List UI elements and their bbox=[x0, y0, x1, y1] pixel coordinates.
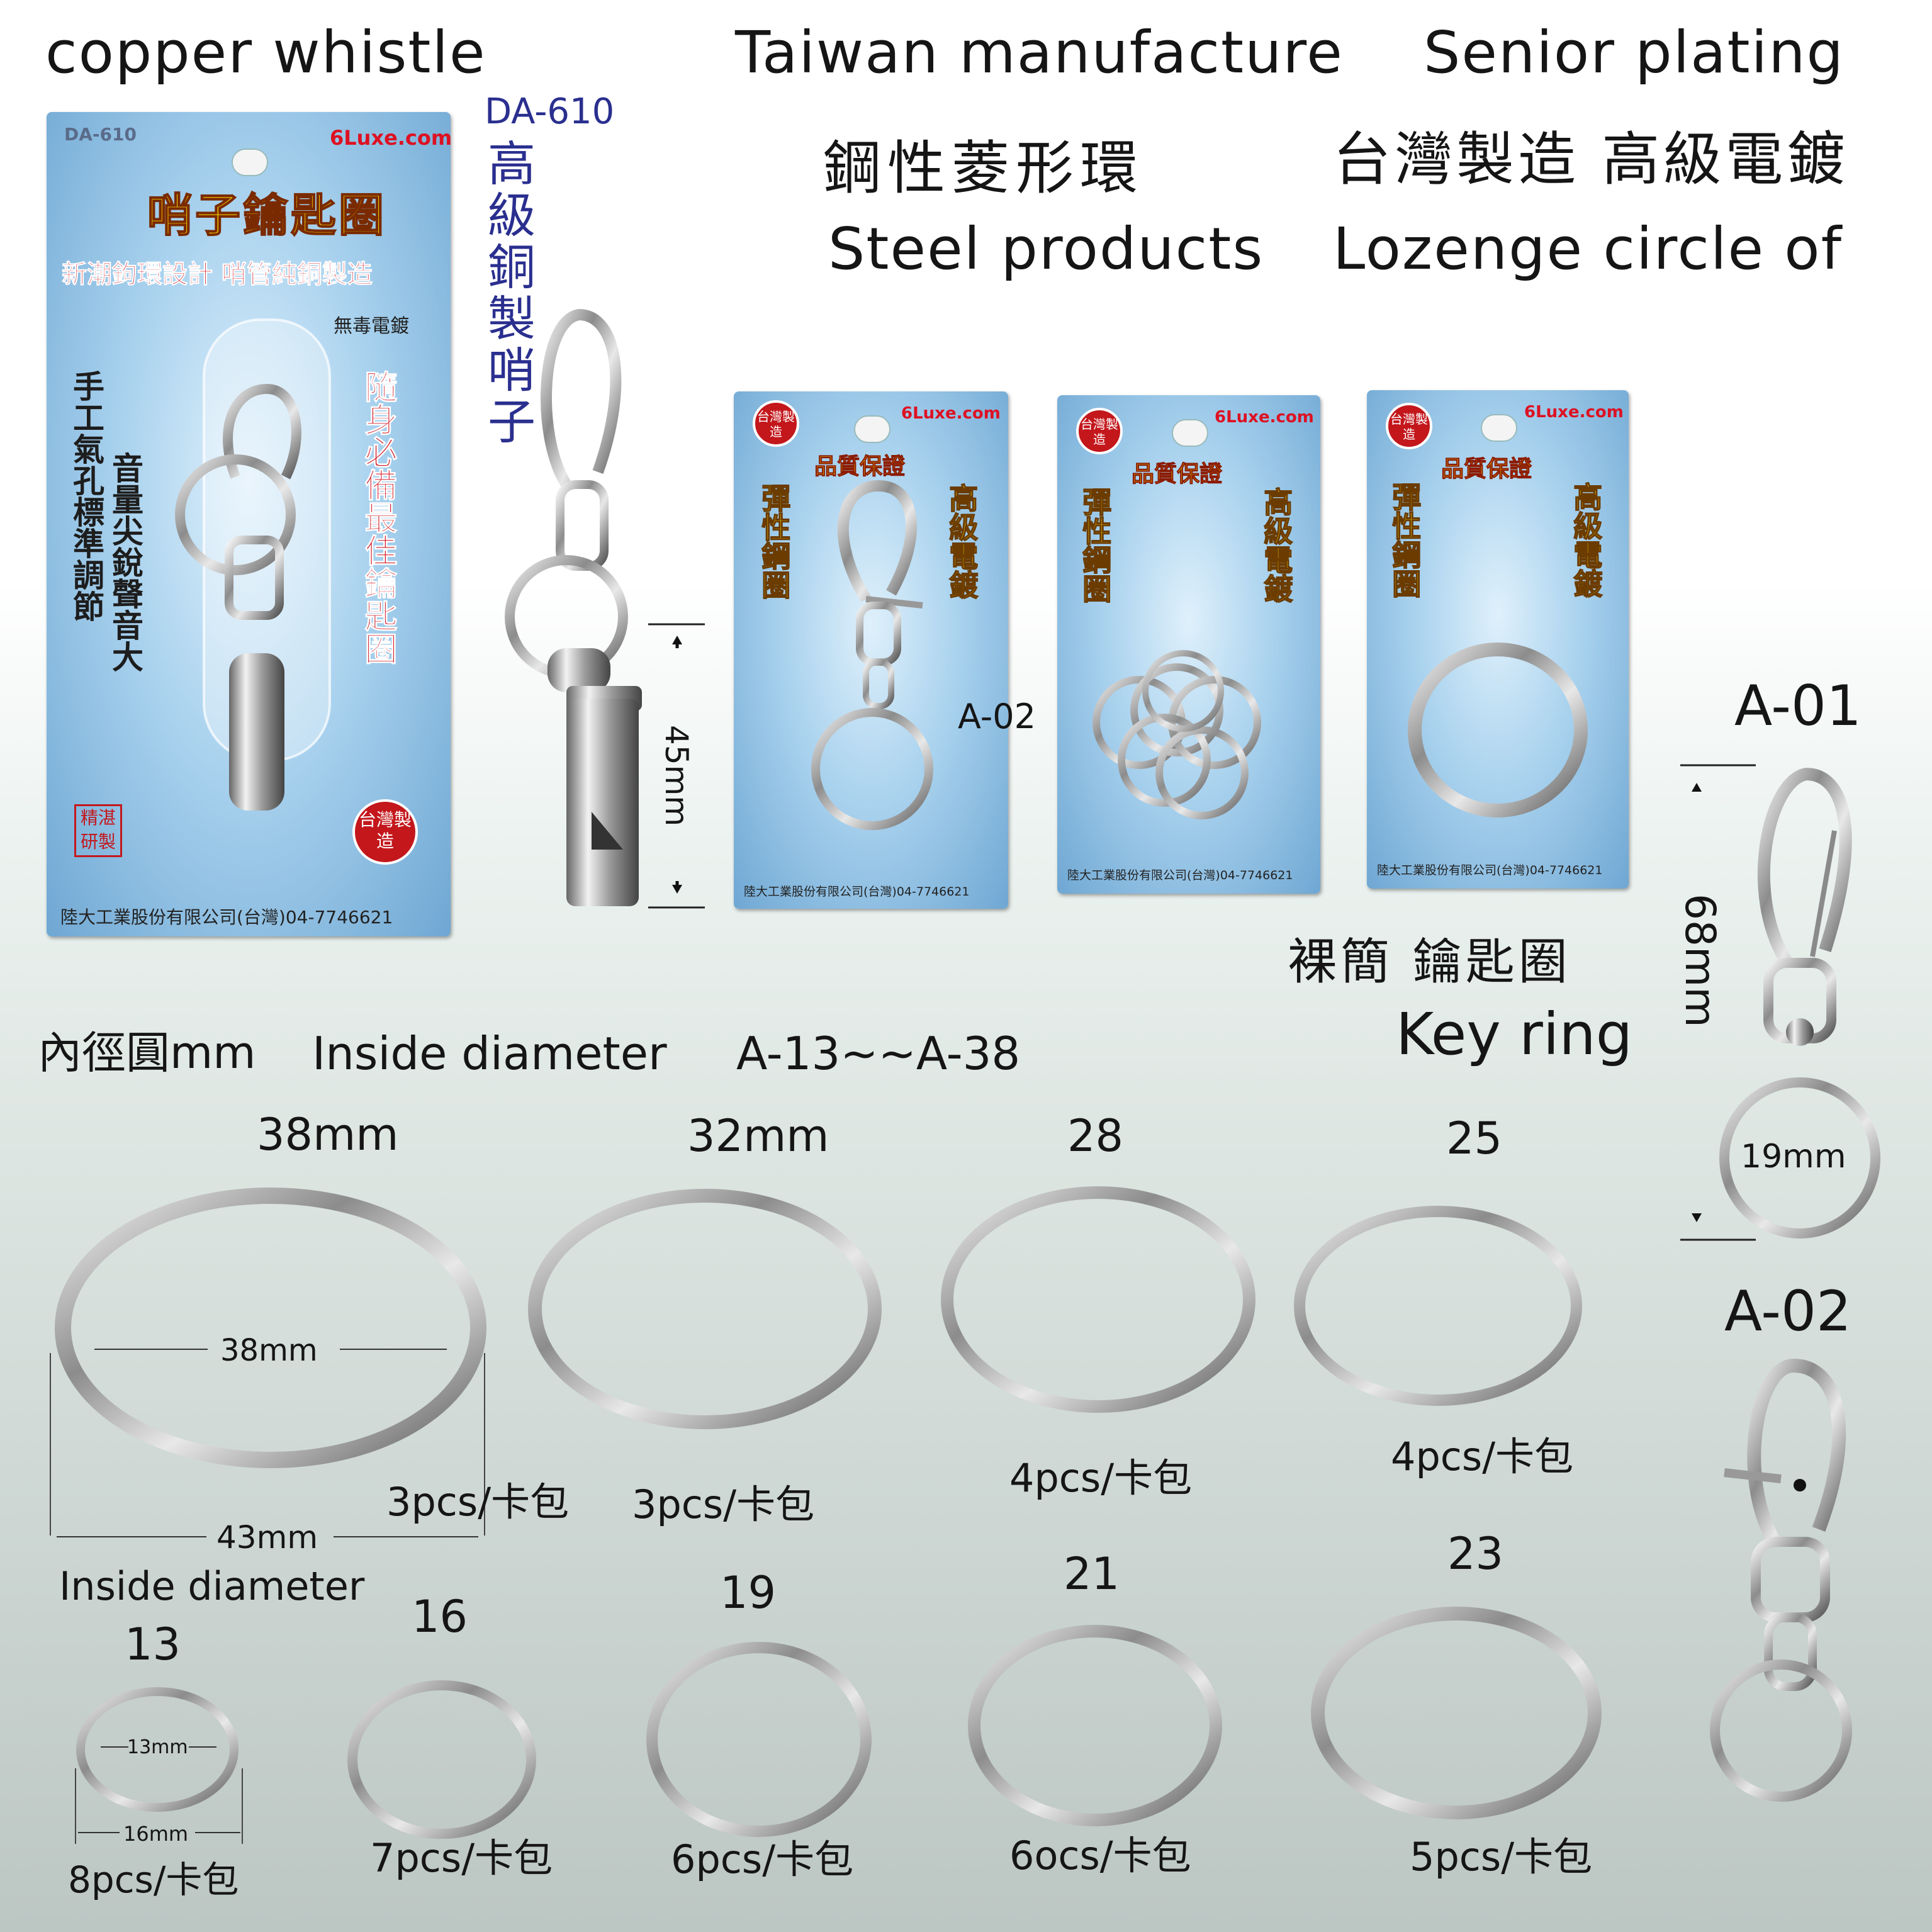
ring-size-label-38: 38mm bbox=[257, 1109, 399, 1160]
card-hang-hole bbox=[232, 149, 268, 176]
product-card-clasp: 6Luxe.com 台灣製造 品質保證 彈性鋼圈 高級電鍍 陸大工業股份有限公司… bbox=[734, 391, 1008, 909]
quality-guarantee-banner: 品質保證 bbox=[1441, 456, 1532, 483]
card-footer: 陸大工業股份有限公司(台灣)04-7746621 bbox=[1377, 863, 1603, 877]
ring-size-label-25: 25 bbox=[1446, 1113, 1503, 1164]
card-footer: 陸大工業股份有限公司(台灣)04-7746621 bbox=[1067, 868, 1293, 882]
ring-38-inner-dimension: 38mm bbox=[220, 1333, 318, 1368]
taiwan-plating-cn-heading: 台灣製造 高級電鍍 bbox=[1333, 126, 1849, 193]
ring-size-label-21: 21 bbox=[1064, 1548, 1120, 1600]
ring-21mm-image bbox=[968, 1625, 1222, 1826]
ring-size-label-28: 28 bbox=[1067, 1110, 1124, 1162]
ring-19mm-image bbox=[646, 1642, 872, 1837]
inside-diameter-en-heading: Inside diameter bbox=[312, 1027, 667, 1080]
elastic-steel-ring-label: 彈性鋼圈 bbox=[757, 483, 792, 600]
ring-size-label-13: 13 bbox=[125, 1619, 181, 1670]
quality-guarantee-banner: 品質保證 bbox=[814, 454, 906, 480]
clasp-keyring-image bbox=[811, 480, 933, 830]
whistle-card-feature-2: 音量尖銳聲音大 bbox=[107, 452, 143, 672]
elastic-steel-ring-label: 彈性鋼圈 bbox=[1078, 486, 1113, 604]
ring-13-inner-dimension: 13mm bbox=[127, 1736, 188, 1758]
whistle-card-subtitle: 新潮鉤環設計 哨管純銅製造 bbox=[62, 260, 373, 289]
ring-13-outer-dimension: 16mm bbox=[123, 1822, 189, 1846]
inside-diameter-cn-heading: 內徑圓mm bbox=[38, 1027, 256, 1079]
model-range-heading: A-13~~A-38 bbox=[736, 1027, 1021, 1080]
premium-plating-label: 高級電鍍 bbox=[1259, 486, 1295, 604]
ring-38-pack-count: 3pcs/卡包 bbox=[386, 1479, 570, 1525]
whistle-card-feature-1: 手工氣孔標準調節 bbox=[68, 370, 104, 622]
whistle-card-slogan: 隨身必備最佳鑰匙圈 bbox=[359, 370, 397, 665]
card-hang-hole bbox=[1172, 419, 1208, 447]
card-footer: 陸大工業股份有限公司(台灣)04-7746621 bbox=[744, 885, 970, 899]
ring-25-pack-count: 4pcs/卡包 bbox=[1391, 1434, 1574, 1480]
ring-19-pack-count: 6pcs/卡包 bbox=[671, 1836, 854, 1882]
premium-plating-label: 高級電鍍 bbox=[1569, 481, 1604, 598]
made-in-taiwan-badge: 台灣製造 bbox=[1386, 403, 1432, 449]
ring-13mm-image bbox=[75, 1687, 243, 1844]
card-product-code: DA-610 bbox=[64, 124, 137, 145]
ring-size-label-16: 16 bbox=[412, 1591, 468, 1643]
nontoxic-plating-label: 無毒電鍍 bbox=[334, 315, 409, 337]
ring-38-outer-dimension: 43mm bbox=[216, 1519, 318, 1556]
ring-25mm-image bbox=[1294, 1206, 1582, 1406]
steel-products-heading: Steel products bbox=[828, 215, 1264, 283]
senior-plating-heading: Senior plating bbox=[1424, 19, 1845, 86]
product-card-large-ring: 6Luxe.com 台灣製造 品質保證 彈性鋼圈 高級電鍍 陸大工業股份有限公司… bbox=[1367, 390, 1629, 889]
whistle-length-label: 45mm bbox=[658, 725, 695, 827]
loose-whistle-image bbox=[505, 308, 642, 906]
card-brand-logo: 6Luxe.com bbox=[330, 126, 451, 150]
a02-clasp-keyring-image bbox=[1710, 1358, 1852, 1802]
ring-13-pack-count: 8pcs/卡包 bbox=[68, 1858, 239, 1901]
whistle-card-footer: 陸大工業股份有限公司(台灣)04-7746621 bbox=[60, 907, 393, 928]
ring-16-pack-count: 7pcs/卡包 bbox=[370, 1835, 553, 1881]
whistle-in-package-image bbox=[175, 318, 331, 811]
whistle-card-title: 哨子鑰匙圈 bbox=[147, 189, 387, 242]
whistle-product-card: DA-610 6Luxe.com 哨子鑰匙圈 新潮鉤環設計 哨管純銅製造 無毒電… bbox=[47, 112, 451, 936]
steel-ring-cn-heading: 鋼性菱形環 bbox=[823, 135, 1145, 202]
a01-label: A-01 bbox=[1734, 673, 1862, 738]
card-hang-hole bbox=[854, 415, 890, 443]
ring-32-pack-count: 3pcs/卡包 bbox=[632, 1481, 815, 1527]
a01-ring-size-label: 19mm bbox=[1741, 1138, 1846, 1176]
made-in-taiwan-badge: 台灣製造 bbox=[352, 799, 418, 865]
ring-size-label-23: 23 bbox=[1447, 1528, 1504, 1580]
split-rings-image bbox=[1092, 650, 1261, 819]
ring-size-label-32: 32mm bbox=[687, 1110, 829, 1162]
whistle-description-vertical: 高級銅製哨子 bbox=[480, 138, 536, 448]
taiwan-manufacture-heading: Taiwan manufacture bbox=[735, 19, 1344, 86]
ring-32mm-image bbox=[528, 1189, 882, 1429]
card-brand-logo: 6Luxe.com bbox=[1524, 403, 1624, 422]
a01-length-label: 68mm bbox=[1676, 894, 1724, 1028]
inside-diameter-note: Inside diameter bbox=[59, 1563, 365, 1609]
a02-label: A-02 bbox=[1724, 1279, 1851, 1344]
whistle-length-dimension bbox=[648, 623, 705, 909]
card-hang-hole bbox=[1481, 414, 1517, 442]
whistle-code-label: DA-610 bbox=[485, 91, 615, 132]
made-in-taiwan-badge: 台灣製造 bbox=[753, 400, 799, 447]
premium-plating-label: 高級電鍍 bbox=[945, 483, 980, 600]
quality-guarantee-banner: 品質保證 bbox=[1131, 461, 1223, 488]
ring-21-pack-count: 6ocs/卡包 bbox=[1009, 1833, 1191, 1879]
card-brand-logo: 6Luxe.com bbox=[901, 404, 1001, 423]
ring-23-pack-count: 5pcs/卡包 bbox=[1410, 1834, 1593, 1880]
keyring-en-heading: Key ring bbox=[1396, 1001, 1633, 1068]
ring-28mm-image bbox=[941, 1186, 1255, 1413]
elastic-steel-ring-label: 彈性鋼圈 bbox=[1388, 481, 1423, 598]
ring-23mm-image bbox=[1311, 1607, 1602, 1819]
lozenge-circle-heading: Lozenge circle of bbox=[1333, 215, 1843, 283]
made-in-taiwan-badge: 台灣製造 bbox=[1076, 408, 1123, 454]
a01-keyring-image bbox=[1680, 764, 1880, 1241]
large-split-ring-image bbox=[1408, 643, 1588, 817]
copper-whistle-heading: copper whistle bbox=[45, 19, 486, 86]
card-brand-logo: 6Luxe.com bbox=[1215, 408, 1314, 427]
ring-size-label-19: 19 bbox=[720, 1567, 777, 1619]
ring-16mm-image bbox=[347, 1680, 536, 1839]
keyring-cn-heading: 裸簡 鑰匙圈 bbox=[1288, 934, 1571, 991]
ring-38mm-image bbox=[50, 1188, 486, 1537]
product-card-rings: 6Luxe.com 台灣製造 品質保證 彈性鋼圈 高級電鍍 陸大工業股份有限公司… bbox=[1057, 395, 1320, 894]
clasp-card-code: A-02 bbox=[958, 697, 1036, 736]
ring-28-pack-count: 4pcs/卡包 bbox=[1009, 1455, 1193, 1501]
quality-stamp: 精湛研製 bbox=[74, 804, 122, 857]
